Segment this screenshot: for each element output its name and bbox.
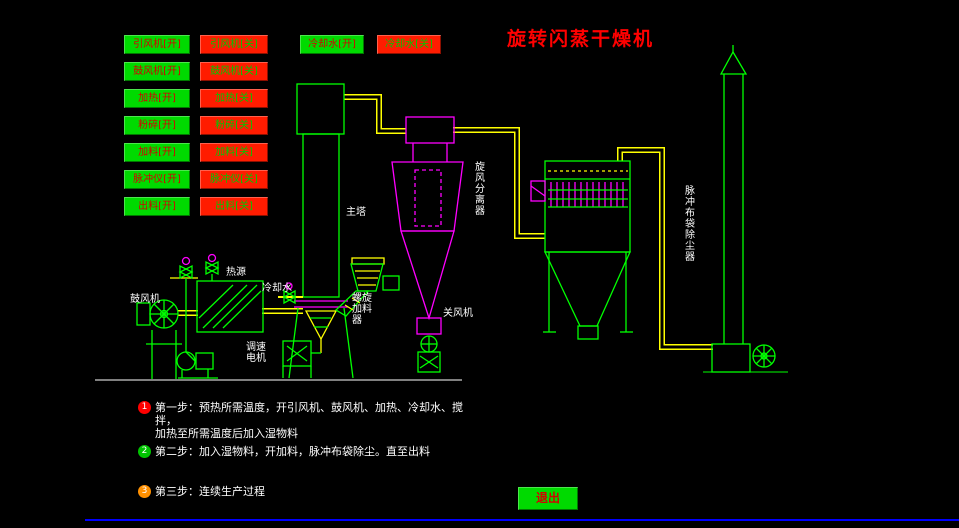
crush-off-button[interactable]: 粉碎[关]: [200, 116, 268, 135]
cooling-water-on-button[interactable]: 冷却水[开]: [300, 35, 364, 54]
discharge-on-button[interactable]: 出料[开]: [124, 197, 190, 216]
feed-on-button[interactable]: 加料[开]: [124, 143, 190, 162]
step-3-badge: 3: [138, 485, 151, 498]
main-tower-label: 主塔: [346, 207, 366, 218]
discharge-off-button[interactable]: 出料[关]: [200, 197, 268, 216]
pulse-off-button[interactable]: 脉冲仪[关]: [200, 170, 268, 189]
step-1-badge: 1: [138, 401, 151, 414]
induced-fan-off-button[interactable]: 引风机[关]: [200, 35, 268, 54]
step-2-badge: 2: [138, 445, 151, 458]
discharge-fan-label: 关风机: [443, 308, 473, 319]
exit-button[interactable]: 退出: [518, 487, 578, 510]
feed-off-button[interactable]: 加料[关]: [200, 143, 268, 162]
heat-off-button[interactable]: 加热[关]: [200, 89, 268, 108]
induced-fan-on-button[interactable]: 引风机[开]: [124, 35, 190, 54]
pipe-network: [178, 94, 713, 350]
bag-filter-shape: [530, 160, 633, 340]
heat-source-label: 热源: [226, 267, 246, 278]
step-3-line-1: 第三步：连续生产过程: [155, 485, 265, 498]
cyclone-shape: [391, 116, 464, 373]
cooling-water-off-button[interactable]: 冷却水[关]: [377, 35, 441, 54]
blower-label: 鼓风机: [130, 294, 160, 305]
main-tower-shape: [282, 83, 354, 379]
blower-off-button[interactable]: 鼓风机[关]: [200, 62, 268, 81]
bag-filter-label: 脉冲布袋除尘器: [685, 186, 695, 263]
on-button-column: 引风机[开] 鼓风机[开] 加热[开] 粉碎[开] 加料[开] 脉冲仪[开] 出…: [124, 35, 190, 216]
step-1-line-1: 第一步：预热所需温度，开引风机、鼓风机、加热、冷却水、搅: [155, 401, 463, 414]
off-button-column: 引风机[关] 鼓风机[关] 加热[关] 粉碎[关] 加料[关] 脉冲仪[关] 出…: [200, 35, 268, 216]
cyclone-label: 旋风分离器: [475, 162, 485, 217]
pulse-on-button[interactable]: 脉冲仪[开]: [124, 170, 190, 189]
screw-feeder-shape: [334, 257, 400, 317]
feed-pump-shape: [170, 256, 218, 379]
page-title: 旋转闪蒸干燥机: [507, 28, 655, 50]
heater-shape: [196, 253, 264, 333]
screw-feeder-label: 螺旋加料器: [352, 293, 372, 326]
cooling-water-line-shape: [278, 282, 303, 305]
speed-motor-label: 调速电机: [246, 342, 266, 364]
exhaust-stack-shape: [711, 45, 776, 373]
crush-on-button[interactable]: 粉碎[开]: [124, 116, 190, 135]
cooling-water-label: 冷却水: [262, 283, 292, 294]
blower-shape: [136, 299, 182, 379]
blower-on-button[interactable]: 鼓风机[开]: [124, 62, 190, 81]
step-2-line-1: 第二步：加入湿物料，开加料，脉冲布袋除尘。直至出料: [155, 445, 430, 458]
bottom-blue-bar: [85, 519, 959, 521]
step-1-line-2: 拌，: [155, 414, 177, 427]
heat-on-button[interactable]: 加热[开]: [124, 89, 190, 108]
step-1-line-3: 加热至所需温度后加入湿物料: [155, 427, 298, 440]
